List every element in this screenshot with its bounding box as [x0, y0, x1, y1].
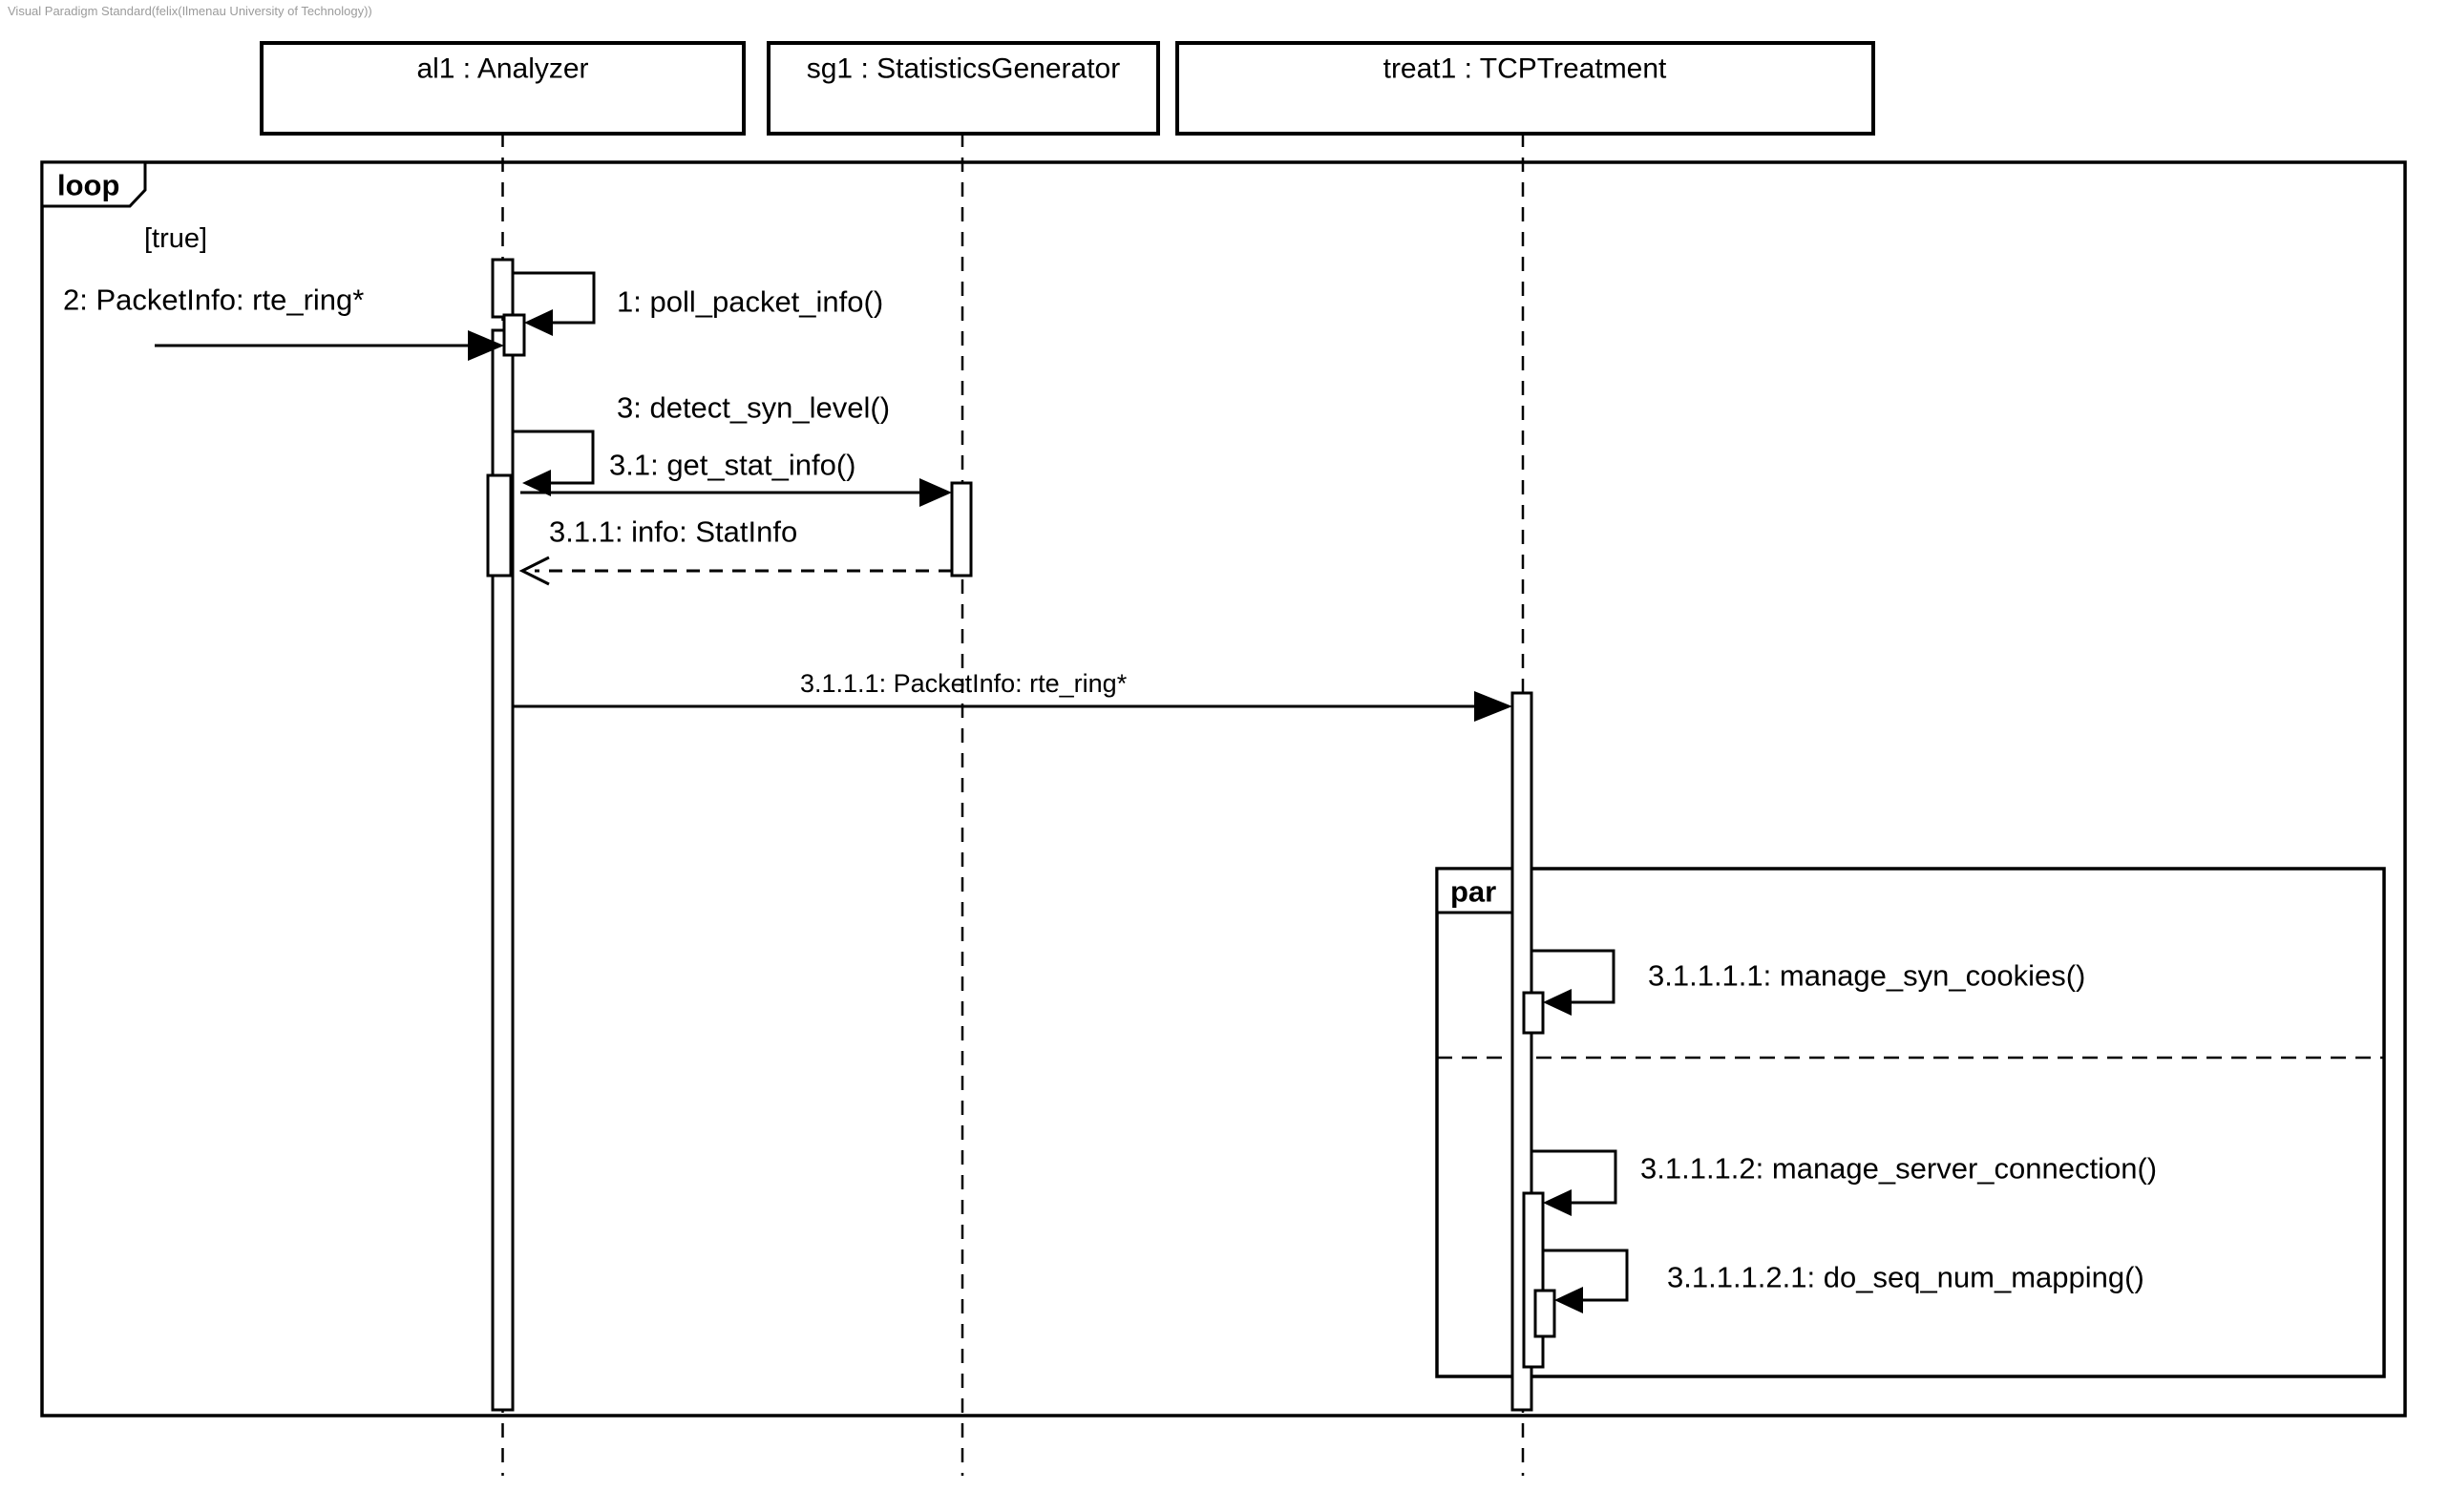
activation-statisticsgenerator-getstatinfo[interactable] [950, 481, 973, 578]
par-fragment-frame[interactable] [1435, 867, 2386, 1378]
message-3-1-1-1-2-1-do-seq-num-mapping[interactable]: 3.1.1.1.2.1: do_seq_num_mapping() [1543, 1249, 2144, 1313]
message-3-1-1-label[interactable]: 3.1.1: info: StatInfo [549, 515, 797, 549]
message-3-1-1-1-2-manage-server-connection[interactable]: 3.1.1.1.2: manage_server_connection() [1531, 1149, 2157, 1216]
message-2-packetinfo-found[interactable]: 2: PacketInfo: rte_ring* [63, 284, 504, 362]
loop-operator-label: loop [57, 169, 119, 202]
message-3-1-1-return-statinfo[interactable]: 3.1.1: info: StatInfo [518, 515, 952, 586]
filled-arrowhead-icon [1474, 691, 1512, 722]
lifeline-head-box[interactable] [767, 41, 1160, 136]
filled-arrowhead-icon [1554, 1287, 1583, 1313]
filled-arrowhead-icon [468, 330, 504, 361]
lifeline-head-label: sg1 : StatisticsGenerator [807, 53, 1120, 85]
message-3-1-1-1-packetinfo[interactable]: 3.1.1.1: PacketInfo: rte_ring* [513, 669, 1512, 722]
filled-arrowhead-icon [524, 309, 553, 336]
lifeline-head-label: treat1 : TCPTreatment [1383, 53, 1667, 85]
message-3-1-get-stat-info[interactable]: 3.1: get_stat_info() [520, 449, 952, 508]
message-1-label[interactable]: 1: poll_packet_info() [617, 285, 883, 319]
message-line [1543, 1249, 1629, 1302]
loop-fragment[interactable]: loop [true] [40, 160, 2407, 1418]
par-operator-label: par [1450, 875, 1496, 909]
message-line [1531, 949, 1615, 1004]
lifeline-head-label: al1 : Analyzer [416, 53, 588, 85]
message-line [513, 271, 596, 325]
par-fragment[interactable]: par [1435, 867, 2386, 1378]
message-3-detect-syn-level[interactable]: 3: detect_syn_level() [513, 391, 890, 497]
message-3-1-1-1-label[interactable]: 3.1.1.1: PacketInfo: rte_ring* [800, 669, 1128, 698]
filled-arrowhead-icon [1543, 989, 1572, 1016]
message-1-poll-packet-info[interactable]: 1: poll_packet_info() [513, 271, 883, 336]
watermark-text: Visual Paradigm Standard(felix(Ilmenau U… [8, 4, 372, 18]
message-3-1-1-1-2-1-label[interactable]: 3.1.1.1.2.1: do_seq_num_mapping() [1667, 1261, 2144, 1294]
lifeline-head-box[interactable] [260, 41, 746, 136]
loop-operator-badge [40, 160, 147, 208]
filled-arrowhead-icon [919, 478, 952, 507]
filled-arrowhead-icon [522, 470, 551, 496]
message-3-label[interactable]: 3: detect_syn_level() [617, 391, 890, 425]
message-2-label[interactable]: 2: PacketInfo: rte_ring* [63, 284, 364, 317]
message-line [1531, 1149, 1617, 1205]
lifeline-head-treat1-tcptreatment[interactable]: treat1 : TCPTreatment [1175, 41, 1875, 136]
loop-guard-label: [true] [144, 223, 207, 254]
activation-analyzer-msg3[interactable] [486, 473, 513, 578]
activation-tcptreatment-seqnummapping[interactable] [1533, 1289, 1556, 1338]
message-3-1-1-1-1-manage-syn-cookies[interactable]: 3.1.1.1.1: manage_syn_cookies() [1531, 949, 2085, 1016]
activation-analyzer-msg1[interactable] [491, 258, 515, 319]
lifeline-head-box[interactable] [1175, 41, 1875, 136]
message-3-1-1-1-1-label[interactable]: 3.1.1.1.1: manage_syn_cookies() [1648, 959, 2085, 993]
lifeline-head-sg1-statisticsgenerator[interactable]: sg1 : StatisticsGenerator [767, 41, 1160, 136]
lifeline-head-al1-analyzer[interactable]: al1 : Analyzer [260, 41, 746, 136]
activation-tcptreatment-syncookies[interactable] [1522, 991, 1545, 1035]
message-3-1-label[interactable]: 3.1: get_stat_info() [609, 449, 856, 482]
loop-fragment-frame[interactable] [40, 160, 2407, 1418]
filled-arrowhead-icon [1543, 1189, 1572, 1216]
message-3-1-1-1-2-label[interactable]: 3.1.1.1.2: manage_server_connection() [1640, 1152, 2157, 1186]
activation-tcptreatment-serverconnection[interactable] [1522, 1191, 1545, 1369]
open-arrowhead-icon [518, 556, 550, 586]
message-line [513, 430, 595, 485]
activation-analyzer-msg1-return[interactable] [502, 313, 526, 357]
